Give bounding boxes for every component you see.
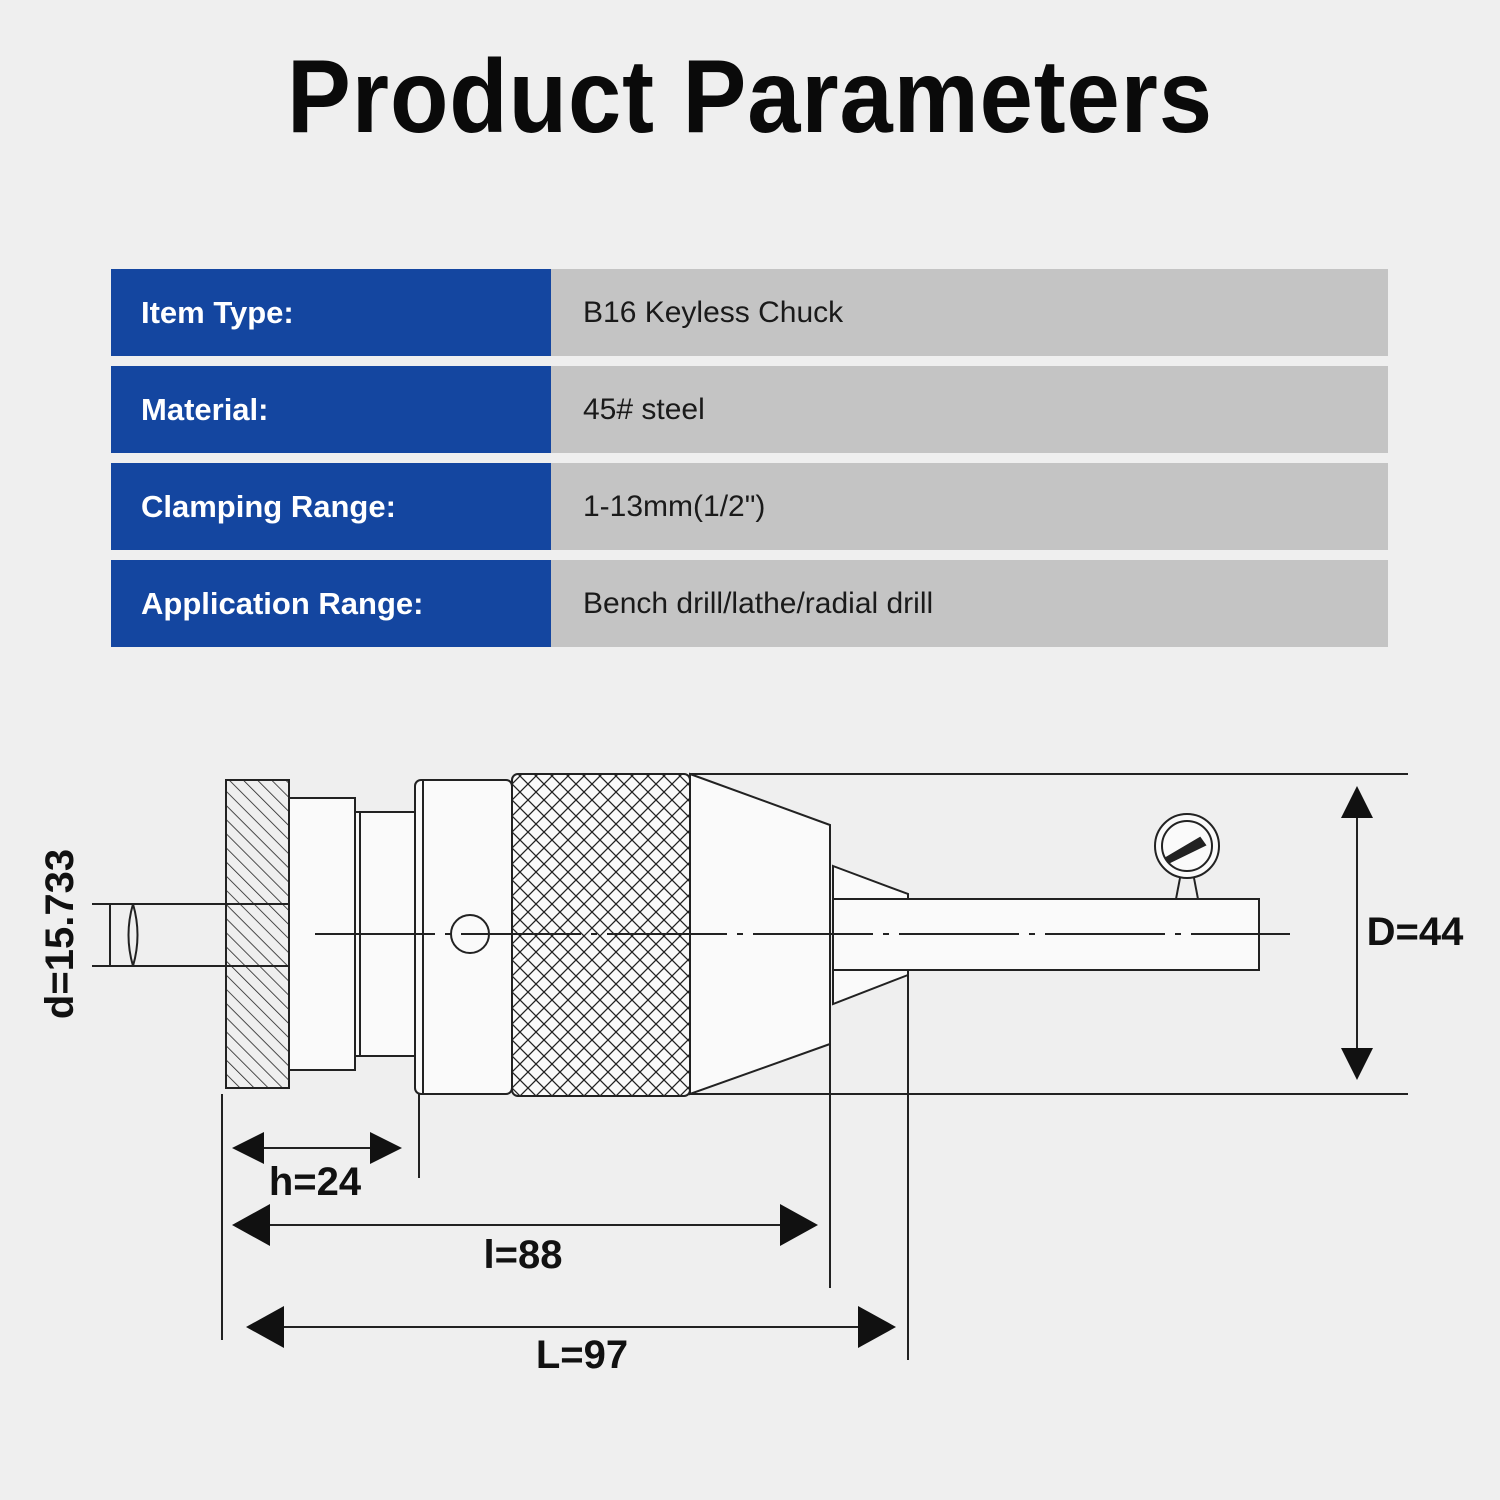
param-label: Material: xyxy=(111,366,551,453)
dial-gauge-icon xyxy=(1154,813,1220,900)
dim-label-L: L=97 xyxy=(536,1333,628,1377)
param-label: Item Type: xyxy=(111,269,551,356)
dim-label-h: h=24 xyxy=(269,1160,362,1204)
param-value: B16 Keyless Chuck xyxy=(551,269,1388,356)
param-row-item-type: Item Type: B16 Keyless Chuck xyxy=(111,269,1388,356)
dim-label-D: D=44 xyxy=(1367,910,1464,954)
parameters-table: Item Type: B16 Keyless Chuck Material: 4… xyxy=(111,269,1388,657)
page-title: Product Parameters xyxy=(287,39,1213,155)
dim-label-l: l=88 xyxy=(484,1233,563,1277)
chuck-outline xyxy=(127,772,1290,1097)
param-label: Clamping Range: xyxy=(111,463,551,550)
param-row-clamping-range: Clamping Range: 1-13mm(1/2") xyxy=(111,463,1388,550)
param-label: Application Range: xyxy=(111,560,551,647)
param-value: 45# steel xyxy=(551,366,1388,453)
dim-label-d: d=15.733 xyxy=(38,849,82,1019)
dimension-lines xyxy=(92,773,1408,1360)
param-row-material: Material: 45# steel xyxy=(111,366,1388,453)
param-row-application-range: Application Range: Bench drill/lathe/rad… xyxy=(111,560,1388,647)
param-value: 1-13mm(1/2") xyxy=(551,463,1388,550)
param-value: Bench drill/lathe/radial drill xyxy=(551,560,1388,647)
